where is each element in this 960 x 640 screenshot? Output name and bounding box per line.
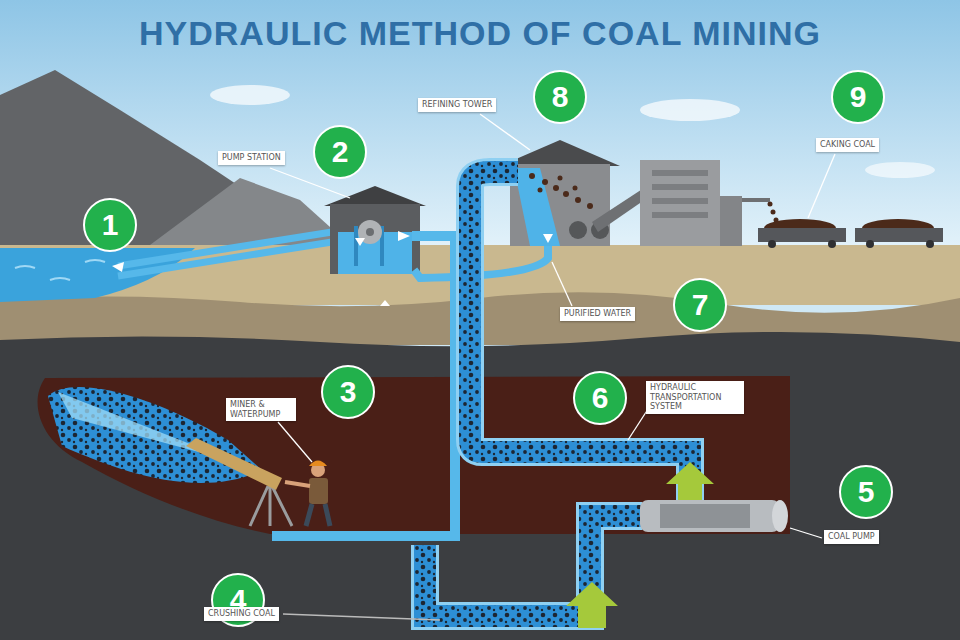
callout-number: 5	[839, 465, 893, 519]
callout-number: 9	[831, 70, 885, 124]
part-label: MINER & WATERPUMP	[226, 398, 296, 421]
callout-number: 1	[83, 198, 137, 252]
callout-number: 6	[573, 371, 627, 425]
callout-number: 7	[673, 278, 727, 332]
part-label: COAL PUMP	[824, 530, 879, 544]
callout-number: 2	[313, 125, 367, 179]
title: HYDRAULIC METHOD OF COAL MINING	[0, 14, 960, 53]
part-label: REFINING TOWER	[418, 98, 496, 112]
part-label: CAKING COAL	[816, 138, 879, 152]
part-label: PUMP STATION	[218, 151, 285, 165]
callout-number: 3	[321, 365, 375, 419]
part-label: HYDRAULIC TRANSPORTATION SYSTEM	[646, 381, 744, 414]
callout-number: 8	[533, 70, 587, 124]
part-label: PURIFIED WATER	[560, 307, 635, 321]
part-label: CRUSHING COAL	[204, 607, 279, 621]
